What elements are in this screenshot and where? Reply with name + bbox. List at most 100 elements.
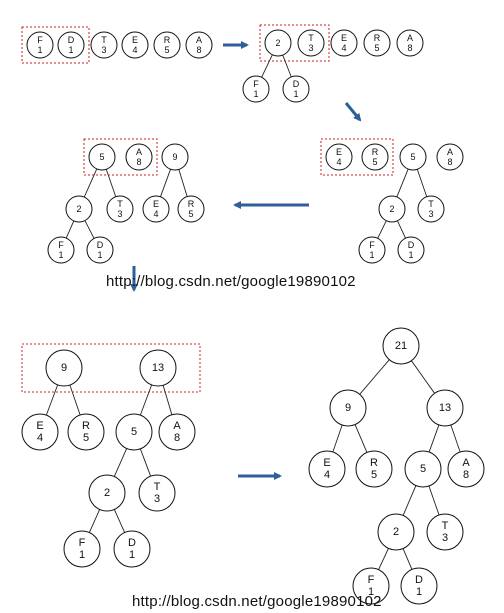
stage-2-node-label-E-0: E [341,33,347,43]
stage-3-node-label-n2-0: 2 [389,204,394,214]
stage-6-edge-n9-E [332,424,343,453]
stage-5-node-circle-n13 [139,349,177,387]
stage-2-node-R: R5 [363,29,391,57]
stage-4-edge-n9-R [178,169,188,197]
stage-1-node-label-E-0: E [132,35,138,45]
stage-5-node-E: E4 [21,413,59,451]
stage-5-node-label-R-1: 5 [83,432,89,444]
stage-6-node-label-T-0: T [442,520,449,532]
stage-6-node-label-n21-0: 21 [395,340,407,352]
stage-2-node-label-D-1: 1 [293,89,298,99]
stage-4-node-circle-R [177,195,205,223]
stage-3-node-R: R5 [361,143,389,171]
stage-5-node-label-E-0: E [36,420,43,432]
stage-6-node-label-R-0: R [370,457,378,469]
stage-6-node-circle-F [352,567,390,605]
stage-1-node-circle-F [26,31,54,59]
stage-6-node-label-F-0: F [368,574,375,586]
stage-1-node-circle-A [185,31,213,59]
stage-3-edge-n2-D [397,220,406,239]
stage-6-node-label-n5-0: 5 [420,463,426,475]
stage-2-node-circle-D [282,75,310,103]
stage-6-node-circle-n5 [404,450,442,488]
stage-1-node-R: R5 [153,31,181,59]
stage-1-node-label-R-1: 5 [164,45,169,55]
stage-6-node-circle-E [308,450,346,488]
stage-1-node-label-D-1: 1 [68,45,73,55]
stage-3-selection-box [320,138,394,176]
stage-5-node-label-T-1: 3 [154,493,160,505]
stage-6-node-n5: 5 [404,450,442,488]
stage-4-node-label-n5-0: 5 [99,152,104,162]
stage-5-edge-n9-E [45,384,59,416]
stage-4-node-circle-n2 [65,195,93,223]
stage-6-node-label-A-1: 8 [463,469,469,481]
stage-2-node-circle-n2 [264,29,292,57]
stage-3-node-label-E-0: E [336,147,342,157]
stage-3-node-label-n5-0: 5 [410,152,415,162]
stage-2-node-circle-F [242,75,270,103]
stage-3-node-label-T-0: T [428,199,434,209]
stage-6-node-label-T-1: 3 [442,532,448,544]
stage-3-node-label-R-1: 5 [372,157,377,167]
stage-2-selection-box [259,24,330,62]
stage-4-node-circle-n9 [161,143,189,171]
stage-6-node-circle-n21 [382,327,420,365]
stage-6-node-label-n9-0: 9 [345,402,351,414]
stage-1-node-label-F-1: 1 [37,45,42,55]
stage-5-node-circle-E [21,413,59,451]
stage-5-node-label-n13-0: 13 [152,362,164,374]
stage-4-node-label-A-1: 8 [136,157,141,167]
stage-6-node-label-E-1: 4 [324,469,330,481]
stage-4-node-label-n9-0: 9 [172,152,177,162]
stage-1-node-T: T3 [90,31,118,59]
stage-4-node-label-T-0: T [117,199,123,209]
stage-1-node-label-T-0: T [101,35,107,45]
stage-6-node-n2: 2 [377,513,415,551]
stage-6-node-circle-A [447,450,485,488]
stage-2-node-F: F1 [242,75,270,103]
stage-5-node-label-A-0: A [173,420,181,432]
stage-2-node-circle-R [363,29,391,57]
stage-4-node-label-F-1: 1 [58,250,63,260]
stage-5-node-label-D-1: 1 [129,549,135,561]
stage-3-node-label-A-0: A [447,147,453,157]
stage-2-node-label-F-0: F [253,79,259,89]
stage-5-node-circle-D [113,530,151,568]
stage-4-node-label-D-0: D [97,240,104,250]
stage-5-node-F: F1 [63,530,101,568]
stage-5-node-label-R-0: R [82,420,90,432]
stage-5-node-label-A-1: 8 [174,432,180,444]
stage-4-node-circle-E [142,195,170,223]
stage-1-node-circle-D [57,31,85,59]
stage-5-edge-n2-D [113,509,126,533]
stage-4-node-label-T-1: 3 [117,209,122,219]
stage-5-node-n9: 9 [45,349,83,387]
stage-3-edge-n5-T [416,169,428,197]
stage-2-node-circle-T [297,29,325,57]
stage-6-edge-n5-n2 [402,485,417,516]
stage-3-node-circle-A [436,143,464,171]
stage-4-node-E: E4 [142,195,170,223]
stage-6-node-D: D1 [400,567,438,605]
stage-6-node-T: T3 [426,513,464,551]
stage-5-node-R: R5 [67,413,105,451]
stage-1-node-circle-T [90,31,118,59]
stage-1-node-E: E4 [121,31,149,59]
stage-6-node-circle-R [355,450,393,488]
stage-4-node-circle-T [106,195,134,223]
stage-4-node-label-A-0: A [136,147,142,157]
stage-6-edge-n21-n13 [411,360,435,394]
stage-3-node-label-D-1: 1 [408,250,413,260]
stage-2-node-label-n2-0: 2 [275,38,280,48]
stage-4-node-R: R5 [177,195,205,223]
stage-1-node-label-F-0: F [37,35,43,45]
stage-2-node-label-T-1: 3 [308,43,313,53]
stage-6-edge-n21-n9 [359,359,390,395]
stage-2-node-label-E-1: 4 [341,43,346,53]
stage-2-node-label-A-0: A [407,33,413,43]
stage-4-node-circle-n5 [88,143,116,171]
stage-5-edge-n5-n2 [113,448,128,477]
stage-3-node-A: A8 [436,143,464,171]
